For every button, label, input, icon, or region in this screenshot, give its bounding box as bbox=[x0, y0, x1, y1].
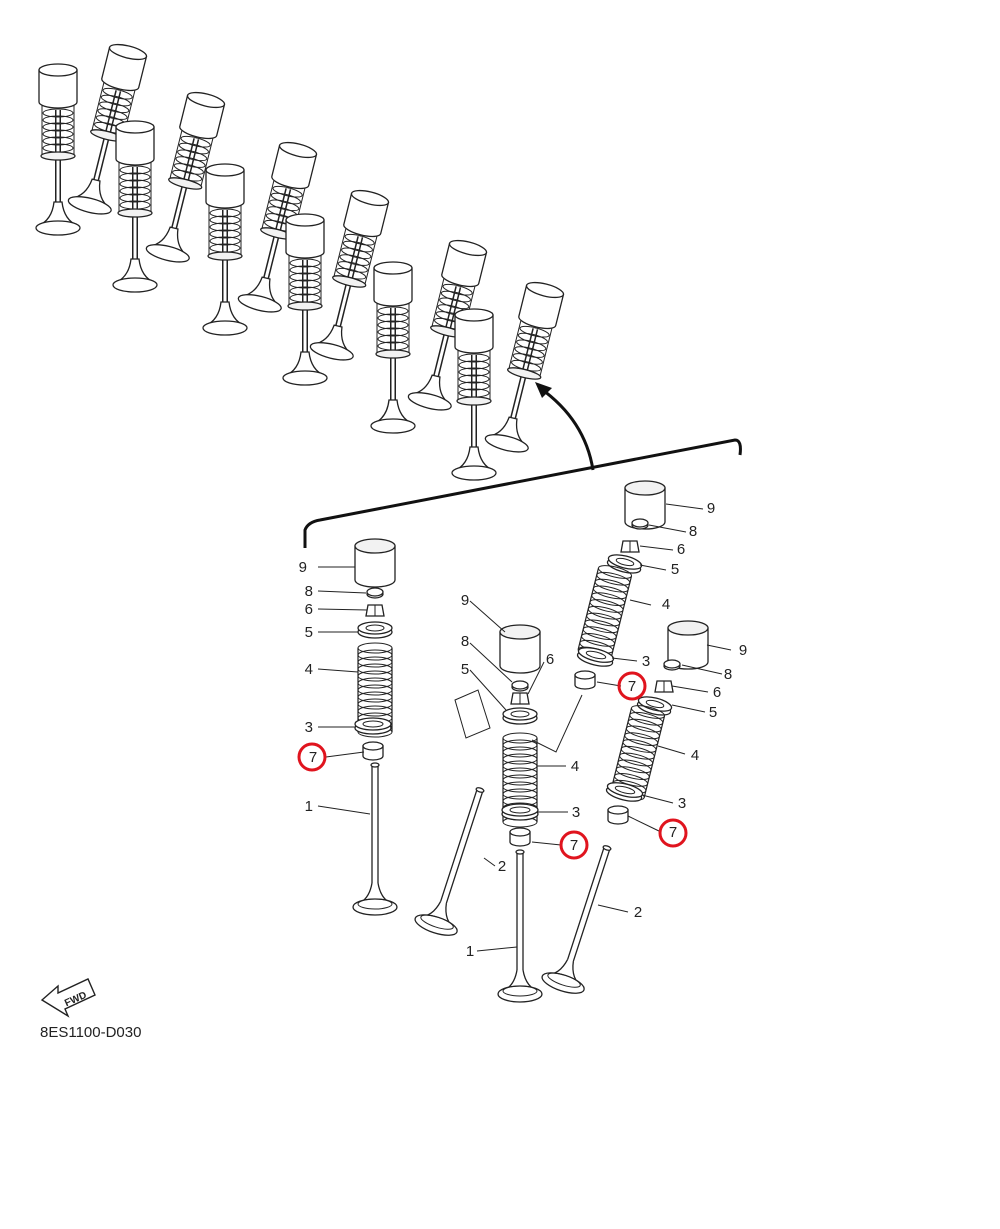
detail-bracket bbox=[303, 382, 742, 548]
callout-4: 4 bbox=[571, 758, 579, 775]
callout-3: 3 bbox=[305, 719, 313, 736]
callout-4: 4 bbox=[305, 661, 313, 678]
callout-5: 5 bbox=[709, 704, 717, 721]
overview-valve bbox=[113, 121, 157, 292]
callout-9: 9 bbox=[461, 592, 469, 609]
callout-1: 1 bbox=[466, 943, 474, 960]
callout-4: 4 bbox=[691, 747, 699, 764]
callout-6: 6 bbox=[677, 541, 685, 558]
overview-valve bbox=[371, 262, 415, 433]
callout-9: 9 bbox=[299, 559, 307, 576]
callout-3: 3 bbox=[678, 795, 686, 812]
callout-3: 3 bbox=[572, 804, 580, 821]
highlight-circle bbox=[617, 671, 647, 701]
leader-lines bbox=[317, 503, 732, 952]
shim-part-8 bbox=[366, 587, 384, 599]
bucket-part-9 bbox=[354, 538, 396, 588]
retainer-part-5 bbox=[605, 551, 644, 577]
highlight-circle bbox=[297, 742, 327, 772]
valve-part-1 bbox=[352, 762, 398, 916]
cotter-part-6 bbox=[654, 680, 674, 693]
callout-2: 2 bbox=[634, 904, 642, 921]
assembly-right-upper bbox=[531, 480, 666, 753]
callout-1: 1 bbox=[305, 798, 313, 815]
overview-valve-sets bbox=[36, 41, 568, 480]
valve-part-2 bbox=[412, 780, 503, 941]
callout-7: 7 bbox=[628, 678, 636, 695]
valve-part-2 bbox=[539, 838, 630, 999]
fwd-arrow-icon: FWD bbox=[40, 978, 96, 1018]
callout-4: 4 bbox=[662, 596, 670, 613]
seal-part-7 bbox=[607, 805, 629, 825]
callout-6: 6 bbox=[713, 684, 721, 701]
overview-valve bbox=[36, 64, 80, 235]
callout-8: 8 bbox=[724, 666, 732, 683]
cotter-part-6 bbox=[620, 540, 640, 553]
shim-part-8 bbox=[663, 659, 681, 671]
callout-7: 7 bbox=[570, 837, 578, 854]
overview-valve bbox=[283, 214, 327, 385]
callout-labels: 9 8 6 5 4 3 7 1 9 8 6 5 4 3 7 2 1 9 8 6 … bbox=[299, 500, 748, 960]
callout-7: 7 bbox=[669, 824, 677, 841]
seal-part-7 bbox=[509, 827, 531, 847]
callout-8: 8 bbox=[461, 633, 469, 650]
shim-part-8 bbox=[511, 680, 529, 692]
overview-valve bbox=[452, 309, 496, 480]
highlight-circle bbox=[658, 818, 688, 848]
callout-6: 6 bbox=[305, 601, 313, 618]
callout-8: 8 bbox=[305, 583, 313, 600]
retainer-part-5 bbox=[502, 707, 538, 725]
callout-5: 5 bbox=[305, 624, 313, 641]
callout-7: 7 bbox=[309, 749, 317, 766]
seat-part-3 bbox=[501, 803, 539, 821]
callout-6: 6 bbox=[546, 651, 554, 668]
seat-part-3 bbox=[604, 779, 645, 805]
cotter-part-6 bbox=[510, 692, 530, 705]
shim-part-8 bbox=[631, 518, 649, 530]
seat-part-3 bbox=[575, 644, 616, 670]
highlight-circles bbox=[297, 671, 688, 860]
diagram-code: 8ES1100-D030 bbox=[40, 1024, 141, 1041]
callout-5: 5 bbox=[461, 661, 469, 678]
overview-valve bbox=[484, 279, 568, 456]
seat-part-3 bbox=[354, 717, 392, 735]
assembly-center bbox=[412, 624, 543, 1003]
highlight-circle bbox=[559, 830, 589, 860]
callout-8: 8 bbox=[689, 523, 697, 540]
overview-valve bbox=[203, 164, 247, 335]
callout-3: 3 bbox=[642, 653, 650, 670]
bucket-part-9 bbox=[499, 624, 541, 674]
retainer-part-5 bbox=[357, 621, 393, 639]
assembly-left bbox=[352, 538, 398, 916]
callout-9: 9 bbox=[707, 500, 715, 517]
seal-part-7 bbox=[362, 741, 384, 761]
seal-part-7 bbox=[574, 670, 596, 690]
callout-9: 9 bbox=[739, 642, 747, 659]
callout-5: 5 bbox=[671, 561, 679, 578]
cotter-part-6 bbox=[365, 604, 385, 617]
callout-2: 2 bbox=[498, 858, 506, 875]
